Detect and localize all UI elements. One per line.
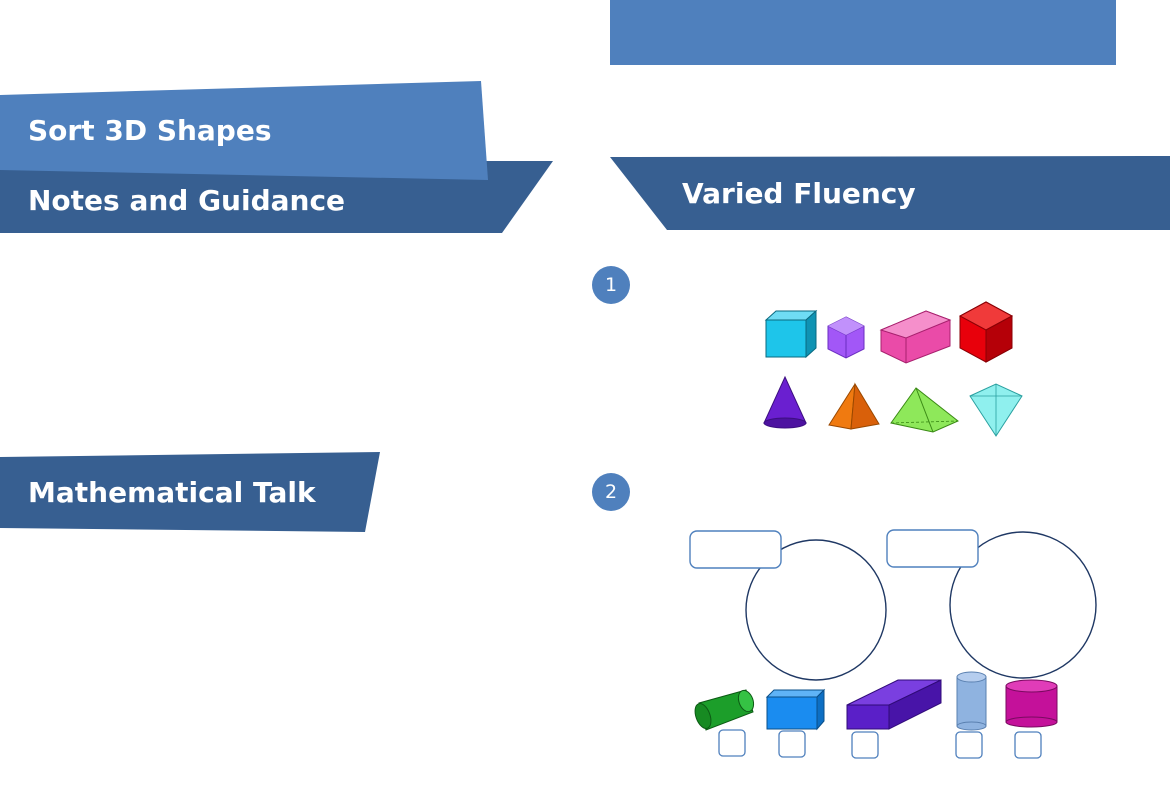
- purple-long-cuboid-image: [846, 679, 942, 730]
- sorting-circle-left: [745, 539, 887, 681]
- page-title: Sort 3D Shapes: [28, 114, 272, 147]
- blue-cuboid-image: [765, 688, 826, 731]
- label-box-left: [689, 530, 782, 569]
- notes-banner-shape: [0, 161, 553, 233]
- answer-box-2: [778, 730, 806, 758]
- question-2-badge: 2: [592, 473, 630, 511]
- varied-fluency-heading: Varied Fluency: [682, 177, 916, 210]
- green-pyramid-image: [890, 387, 959, 433]
- cyan-cube-image: [764, 309, 818, 359]
- magenta-cylinder-image: [1005, 679, 1058, 728]
- title-banner-shape: [0, 81, 488, 180]
- purple-cone-image: [763, 375, 807, 429]
- purple-cube-image: [827, 316, 865, 359]
- light-blue-cylinder-image: [956, 671, 987, 731]
- green-cylinder-image: [694, 689, 755, 731]
- red-cube-image: [958, 301, 1014, 363]
- notes-heading: Notes and Guidance: [28, 184, 346, 217]
- math-talk-heading: Mathematical Talk: [28, 476, 316, 509]
- question-1-badge: 1: [592, 266, 630, 304]
- talk-banner-shape: [0, 452, 380, 532]
- answer-box-4: [955, 731, 983, 759]
- answer-box-5: [1014, 731, 1042, 759]
- sorting-circle-right: [949, 531, 1097, 679]
- answer-box-3: [851, 731, 879, 759]
- label-box-right: [886, 529, 979, 568]
- orange-pyramid-image: [828, 382, 880, 430]
- answer-box-1: [718, 729, 746, 757]
- cyan-diamond-image: [969, 383, 1023, 437]
- pink-cuboid-image: [879, 310, 952, 364]
- fluency-banner-shape: [610, 156, 1170, 230]
- top-right-banner: [610, 0, 1116, 65]
